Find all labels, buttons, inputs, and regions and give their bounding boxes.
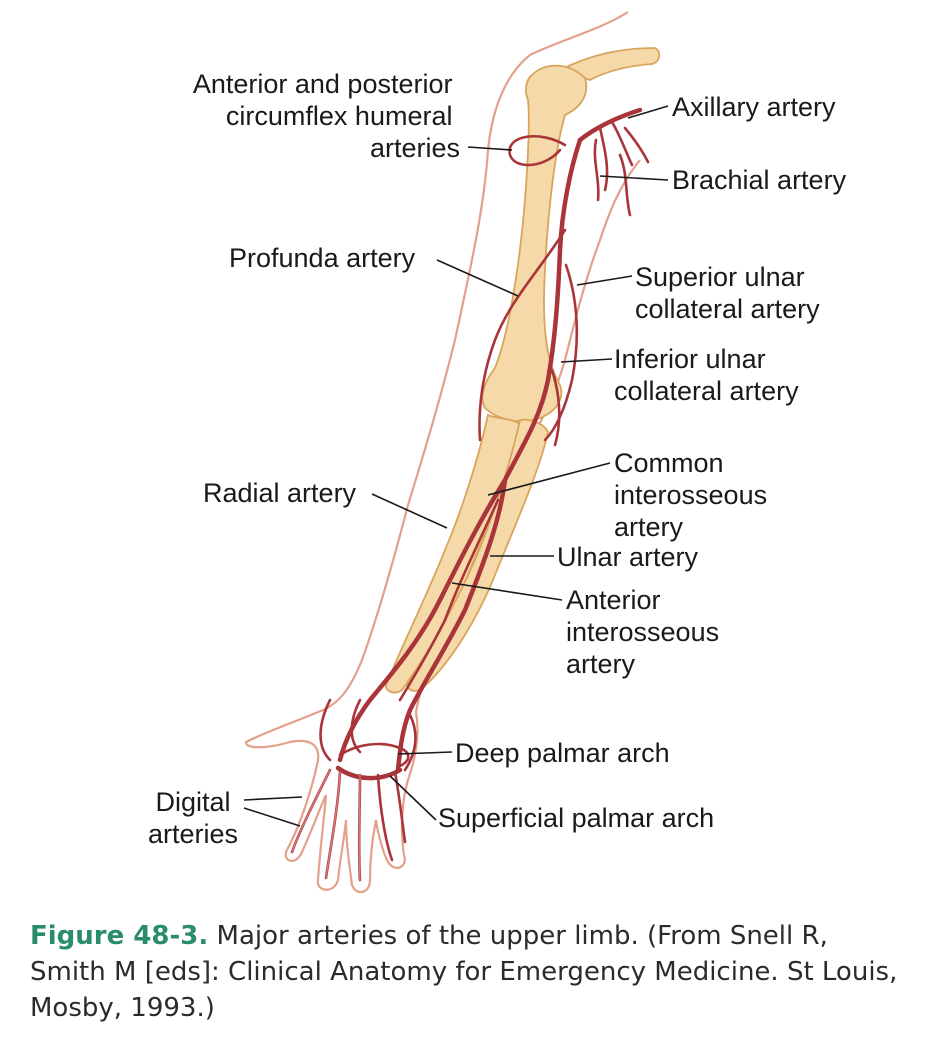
axillary-label: Axillary artery <box>672 92 836 122</box>
anterior-interosseous-vessel <box>398 498 500 702</box>
common-interosseous-label: Common interosseous artery <box>614 448 775 542</box>
digital-label: Digital arteries <box>148 787 238 849</box>
deep-palmar-vessel <box>338 742 410 768</box>
profunda-artery-vessel <box>478 228 567 442</box>
labels: Anterior and posterior circumflex humera… <box>148 69 847 849</box>
ulnar-artery-vessel <box>395 477 508 773</box>
inferior-ulnar-vessel <box>550 368 561 447</box>
brachial-artery-vessel <box>502 137 583 483</box>
anterior-interosseous-label: Anterior interosseous artery <box>566 585 727 679</box>
figure-number: Figure 48-3. <box>30 921 209 951</box>
profunda-label: Profunda artery <box>229 243 416 273</box>
radial-artery-vessel <box>337 477 508 763</box>
circumflex-label: Anterior and posterior circumflex humera… <box>193 69 460 163</box>
circumflex-humeral-vessel <box>508 134 567 167</box>
humerus <box>481 64 588 422</box>
superior-ulnar-vessel <box>543 263 579 442</box>
arteries <box>290 107 650 882</box>
figure-caption: Figure 48-3. Major arteries of the upper… <box>30 918 910 1026</box>
superficial-palmar-label: Superficial palmar arch <box>438 803 714 833</box>
brachial-label: Brachial artery <box>672 165 847 195</box>
ulnar-label: Ulnar artery <box>557 542 699 572</box>
axillary-artery-vessel <box>577 107 643 143</box>
upper-limb-arteries-diagram: Anterior and posterior circumflex humera… <box>148 11 847 894</box>
inferior-ulnar-label: Inferior ulnar collateral artery <box>614 344 799 406</box>
clavicle-scapula <box>557 47 661 81</box>
radial-label: Radial artery <box>203 478 357 508</box>
caption-text: Major arteries of the upper limb. (From … <box>30 921 898 1023</box>
leader-lines <box>243 105 669 827</box>
superior-ulnar-label: Superior ulnar collateral artery <box>635 262 820 324</box>
deep-palmar-label: Deep palmar arch <box>455 738 670 768</box>
bones <box>385 47 661 694</box>
